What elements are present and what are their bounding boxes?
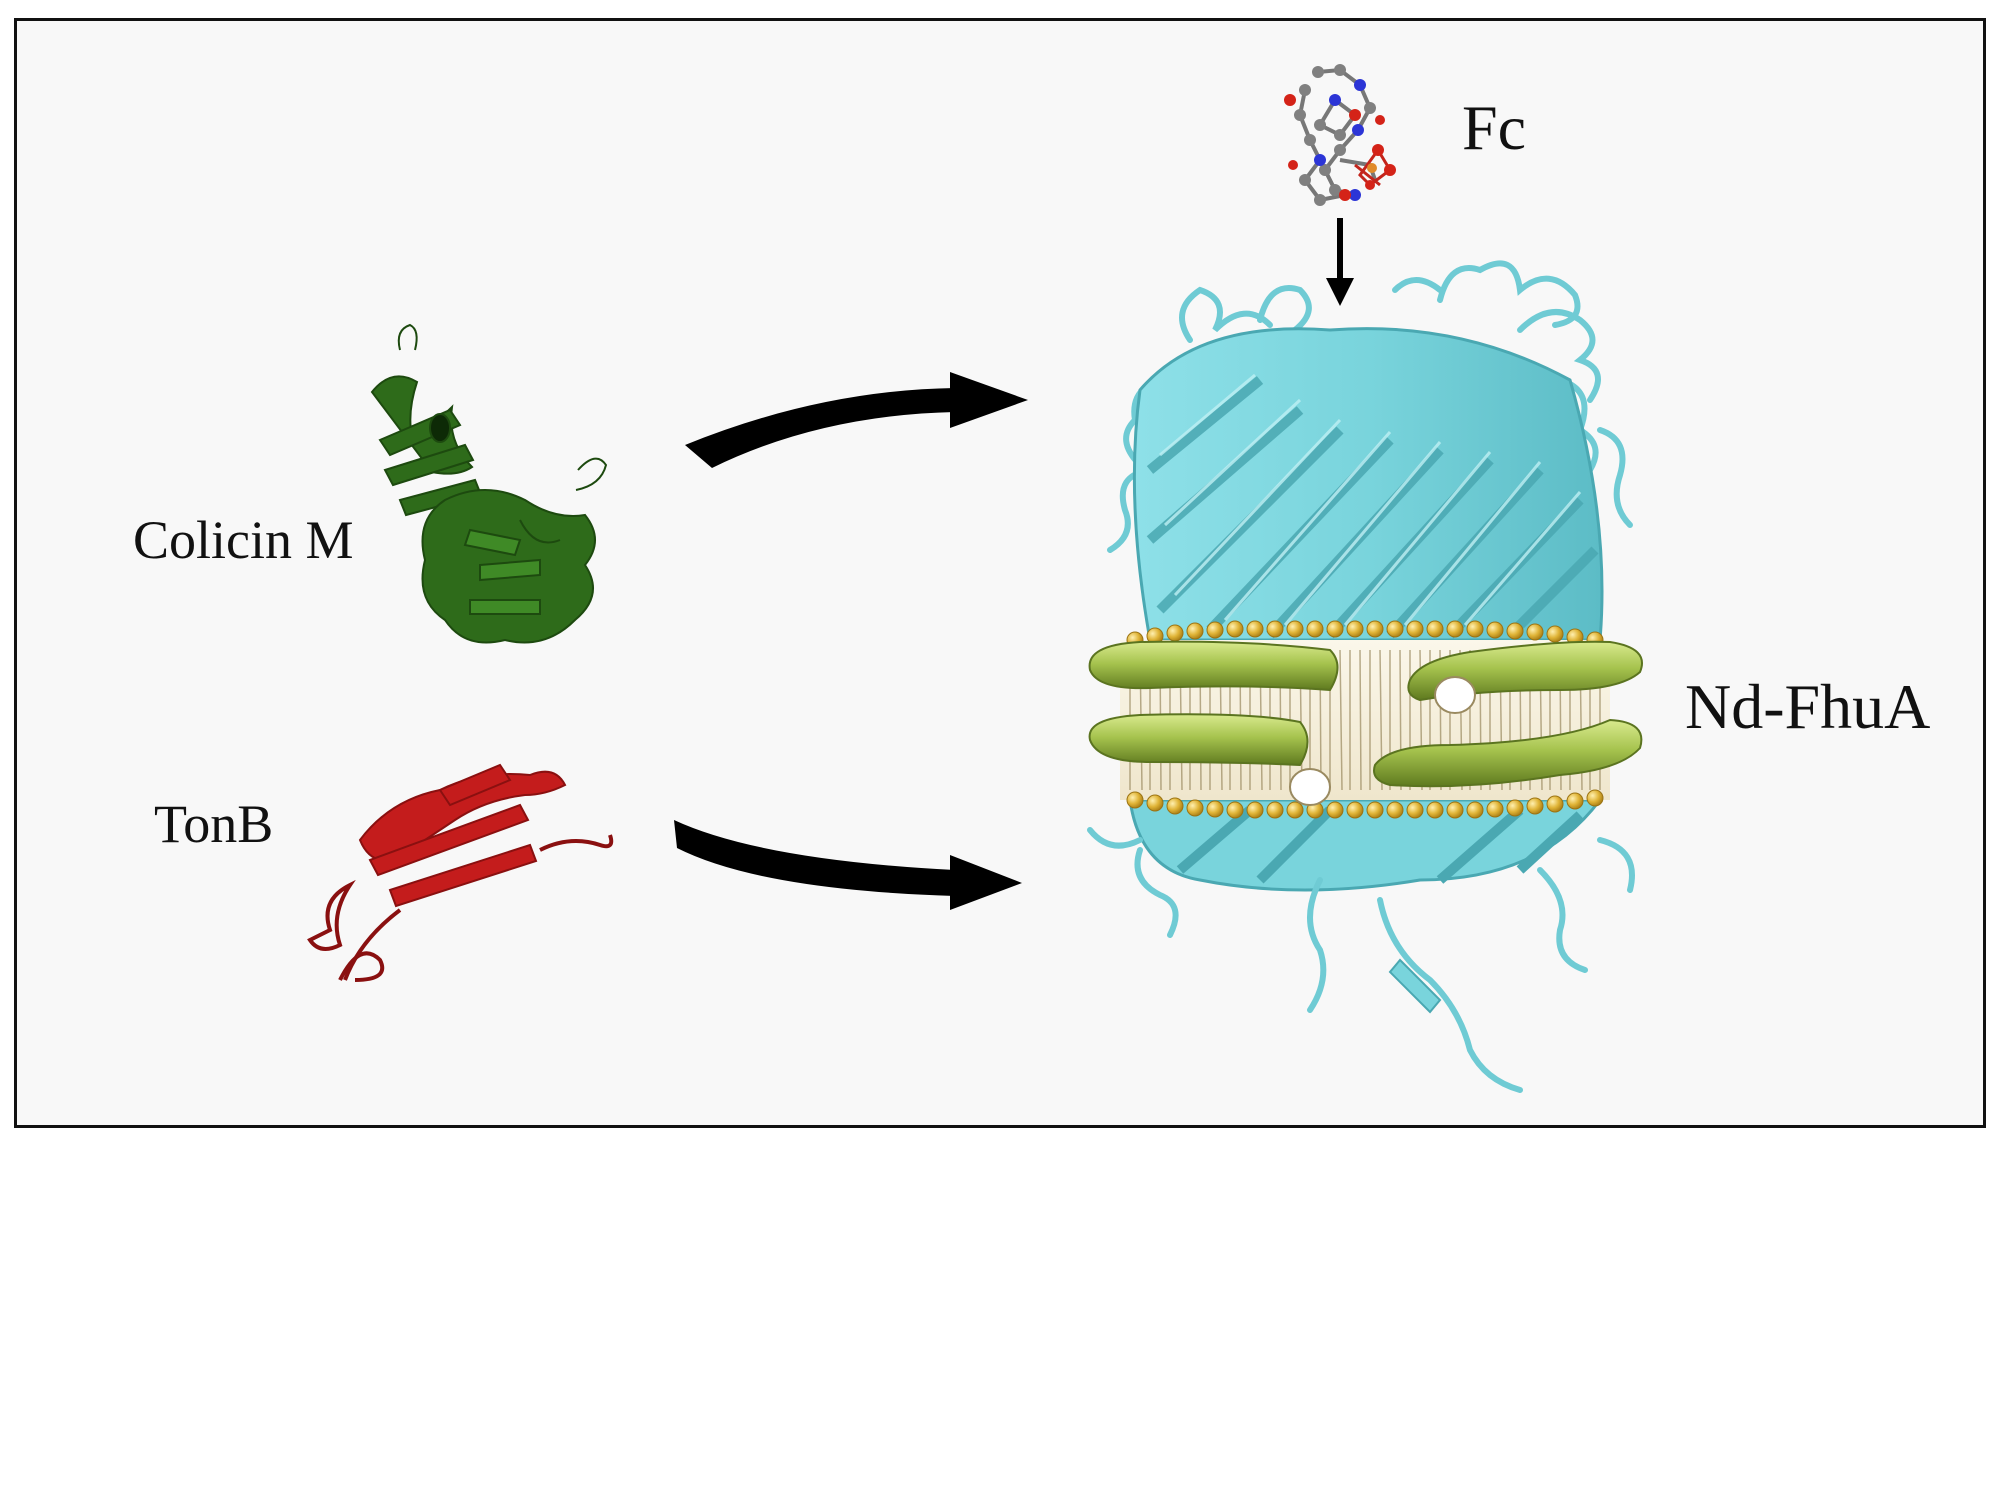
ferrichrome-label: Fc bbox=[1462, 92, 1526, 163]
arrow-colicin-to-fhua bbox=[685, 372, 1028, 468]
arrow-fc-to-fhua bbox=[1326, 218, 1354, 306]
ferrichrome-molecule bbox=[1284, 64, 1396, 206]
colicin-m-label: Colicin M bbox=[133, 510, 354, 570]
colicin-m-structure bbox=[370, 323, 608, 644]
nd-fhua-label: Nd-FhuA bbox=[1685, 671, 1931, 742]
nanodisc bbox=[1088, 620, 1643, 819]
tonb-label: TonB bbox=[154, 794, 274, 854]
tonb-structure bbox=[307, 763, 614, 982]
figure-panel bbox=[14, 18, 1986, 1128]
arrow-tonb-to-fhua bbox=[674, 820, 1022, 910]
fhua-barrel bbox=[1087, 260, 1635, 1093]
